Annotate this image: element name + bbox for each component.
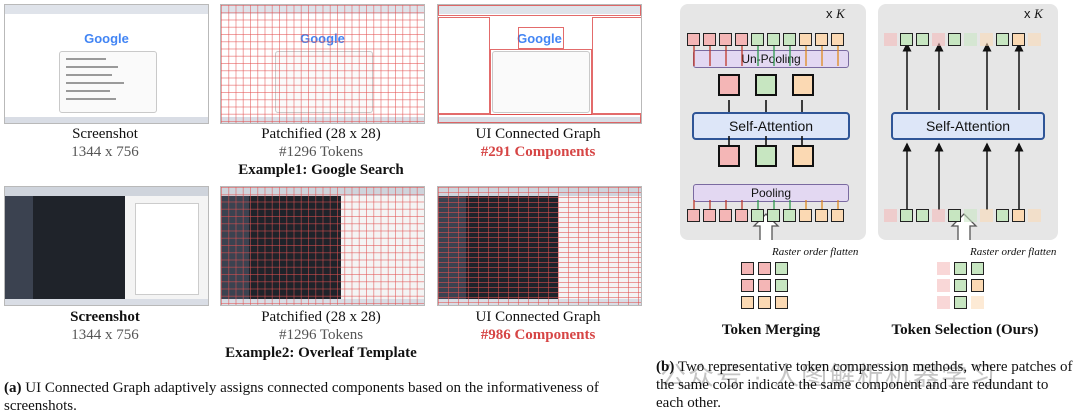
token	[741, 262, 754, 275]
token	[1028, 209, 1041, 222]
caption-screenshot-1: Screenshot 1344 x 756	[71, 126, 139, 160]
token	[954, 262, 967, 275]
browser-bar	[5, 5, 208, 14]
self-attention-block-merging: Self-Attention	[692, 112, 850, 140]
overleaf-graph-thumbnail	[437, 186, 642, 306]
token	[799, 33, 812, 46]
token	[703, 33, 716, 46]
pooling-block: Pooling	[693, 184, 849, 202]
token	[758, 262, 771, 275]
caption-graph-2: UI Connected Graph #986 Components	[475, 309, 601, 343]
caption-screenshot-2: Screenshot 1344 x 756	[70, 309, 140, 343]
token	[964, 33, 977, 46]
search-dropdown	[59, 51, 157, 113]
token	[831, 33, 844, 46]
repeat-label-selection: x K	[1024, 6, 1043, 21]
token	[1012, 209, 1025, 222]
token	[815, 209, 828, 222]
token	[718, 145, 740, 167]
token	[996, 209, 1009, 222]
token	[719, 209, 732, 222]
token	[937, 296, 950, 309]
token	[954, 296, 967, 309]
raster-label-merging: Raster order flatten	[772, 246, 859, 258]
token	[775, 296, 788, 309]
token	[948, 209, 961, 222]
token	[792, 74, 814, 96]
example1-title: Example1: Google Search	[238, 162, 404, 178]
token	[735, 33, 748, 46]
token	[815, 33, 828, 46]
token	[884, 209, 897, 222]
token	[971, 279, 984, 292]
token	[751, 33, 764, 46]
token	[735, 209, 748, 222]
token	[775, 262, 788, 275]
raster-label-selection: Raster order flatten	[970, 246, 1057, 258]
token	[980, 33, 993, 46]
token	[783, 209, 796, 222]
token	[741, 296, 754, 309]
token	[831, 209, 844, 222]
token	[900, 33, 913, 46]
overleaf-patchified-thumbnail	[220, 186, 425, 306]
token	[916, 33, 929, 46]
overleaf-screenshot-thumbnail	[4, 186, 209, 306]
token	[980, 209, 993, 222]
caption-graph-1: UI Connected Graph #291 Components	[475, 126, 601, 160]
token	[971, 262, 984, 275]
token	[751, 209, 764, 222]
token	[719, 33, 732, 46]
token	[884, 33, 897, 46]
token	[783, 33, 796, 46]
token	[971, 296, 984, 309]
self-attention-block-selection: Self-Attention	[891, 112, 1045, 140]
component-grid	[438, 187, 641, 305]
google-logo: Google	[517, 31, 562, 46]
token	[964, 209, 977, 222]
token-merging-title: Token Merging	[721, 322, 821, 338]
google-patchified-thumbnail: Google	[220, 4, 425, 124]
token	[718, 74, 740, 96]
caption-patchified-2: Patchified (28 x 28) #1296 Tokens	[261, 309, 381, 343]
token	[937, 262, 950, 275]
token	[767, 33, 780, 46]
token	[687, 209, 700, 222]
repeat-label-merging: x K	[826, 6, 845, 21]
token	[703, 209, 716, 222]
token	[948, 33, 961, 46]
token	[767, 209, 780, 222]
token	[687, 33, 700, 46]
token	[741, 279, 754, 292]
token	[1012, 33, 1025, 46]
token	[932, 209, 945, 222]
token	[932, 33, 945, 46]
figure-caption-a: (a) UI Connected Graph adaptively assign…	[4, 380, 599, 414]
figure-caption-b: (b) Two representative token compression…	[656, 359, 1073, 411]
token	[954, 279, 967, 292]
google-screenshot-thumbnail: Google	[4, 4, 209, 124]
token	[775, 279, 788, 292]
token	[755, 145, 777, 167]
patch-grid	[221, 5, 424, 123]
token	[996, 33, 1009, 46]
token-selection-title: Token Selection (Ours)	[891, 322, 1039, 338]
token	[900, 209, 913, 222]
token	[792, 145, 814, 167]
google-graph-thumbnail: Google	[437, 4, 642, 124]
token	[799, 209, 812, 222]
taskbar	[5, 117, 208, 123]
token	[758, 296, 771, 309]
google-logo: Google	[84, 31, 129, 46]
token	[916, 209, 929, 222]
patch-grid	[221, 187, 424, 305]
example2-title: Example2: Overleaf Template	[225, 345, 417, 361]
token	[937, 279, 950, 292]
token	[755, 74, 777, 96]
unpooling-block: Un-Pooling	[693, 50, 849, 68]
caption-patchified-1: Patchified (28 x 28) #1296 Tokens	[261, 126, 381, 160]
token	[1028, 33, 1041, 46]
token	[758, 279, 771, 292]
watermark: 公众号 · 人图解析机器学习	[660, 361, 998, 391]
